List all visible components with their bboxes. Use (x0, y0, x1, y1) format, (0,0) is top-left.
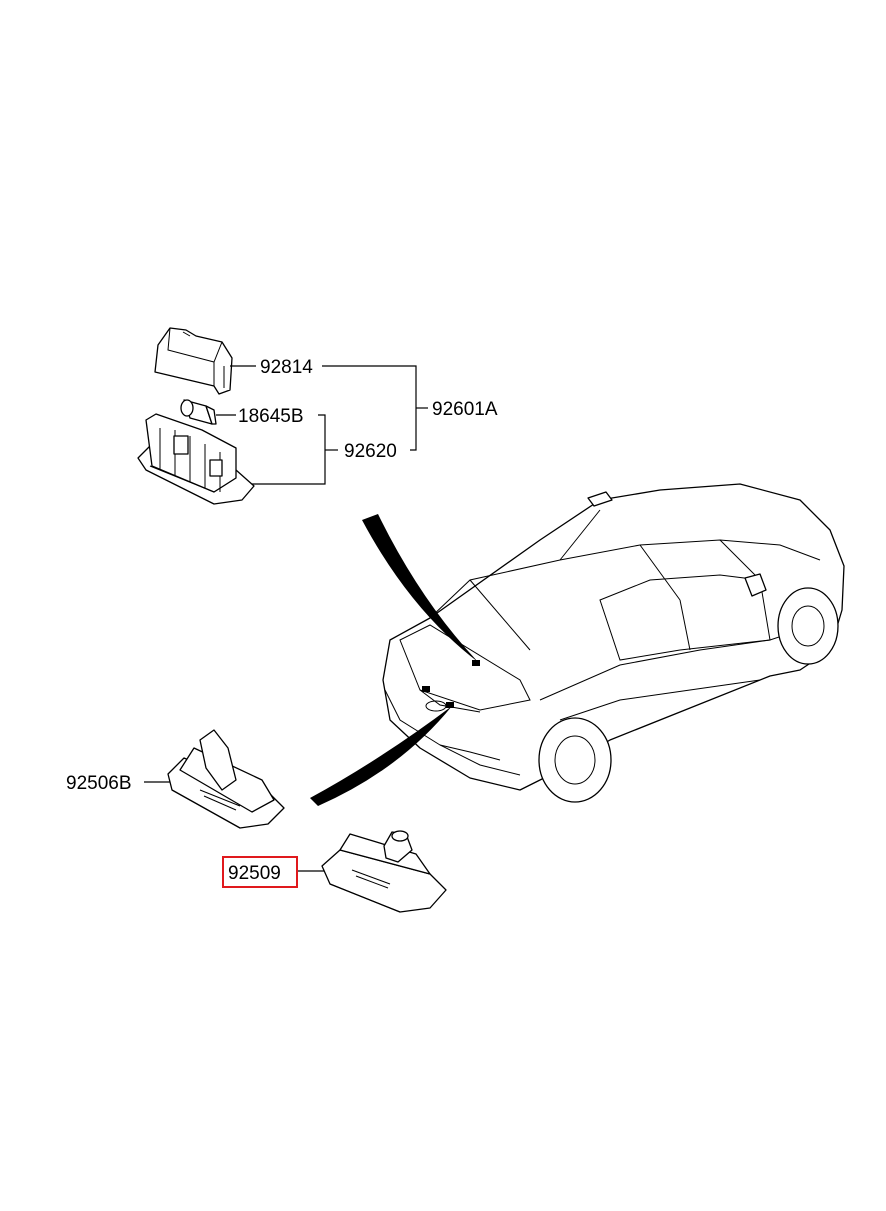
lamp-92509-drawing (321, 830, 447, 913)
upper-leader-lines (216, 365, 428, 485)
cover-92814-drawing (154, 327, 233, 395)
label-92509: 92509 (228, 863, 281, 884)
car-drawing (382, 483, 845, 803)
housing-92620-drawing (137, 413, 255, 505)
label-92814: 92814 (260, 357, 313, 378)
highlight-box-92509 (222, 856, 298, 888)
label-92506B: 92506B (66, 773, 132, 794)
lamp-92506B-drawing (167, 729, 285, 829)
label-18645B: 18645B (238, 406, 304, 427)
label-92601A: 92601A (432, 399, 498, 420)
label-92620: 92620 (344, 441, 397, 462)
bulb-18645B-drawing (180, 399, 217, 425)
pointer-arrows (310, 514, 478, 806)
